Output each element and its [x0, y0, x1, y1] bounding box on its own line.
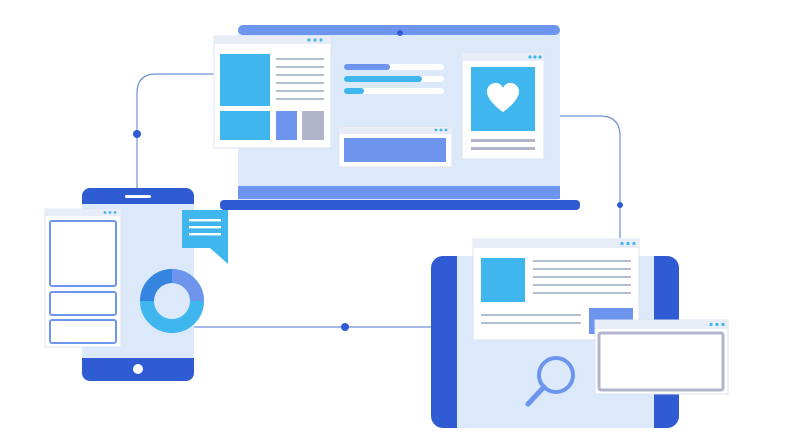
laptop-top-bar	[238, 25, 560, 35]
laptop-window-popup	[338, 126, 453, 168]
laptop-base	[220, 200, 580, 210]
connector-node	[133, 130, 141, 138]
tablet-popup-window	[594, 319, 729, 395]
laptop-window-left	[213, 35, 332, 149]
laptop-progress-bars	[344, 64, 444, 94]
smartphone	[44, 188, 228, 381]
phone-window	[44, 208, 122, 348]
laptop	[213, 25, 580, 210]
connector-laptop-to-tablet	[560, 115, 621, 238]
chat-bubble-icon	[182, 210, 228, 264]
laptop-camera	[397, 30, 403, 36]
laptop-screen-bottom-strip	[238, 186, 560, 199]
donut-chart-icon	[140, 269, 204, 333]
phone-speaker	[125, 195, 151, 198]
connector-node	[617, 202, 623, 208]
connector-node	[341, 323, 349, 331]
connector-laptop-to-phone	[136, 73, 214, 188]
phone-home-button	[133, 364, 143, 374]
laptop-window-heart-card	[461, 52, 545, 160]
heart-icon	[486, 82, 520, 112]
tablet	[431, 238, 729, 428]
magnifier-icon	[525, 356, 575, 407]
